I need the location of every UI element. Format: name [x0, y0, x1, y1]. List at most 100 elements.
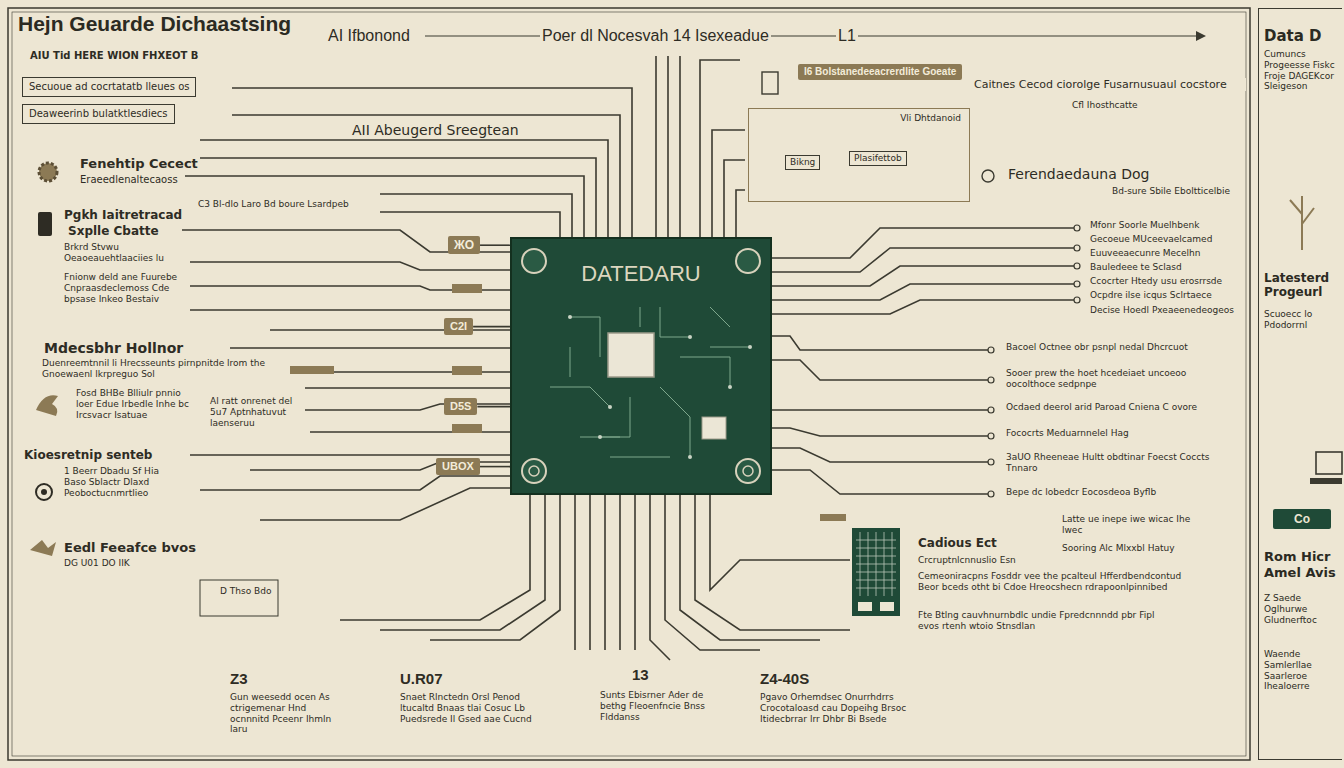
grid-lines	[856, 532, 896, 596]
node-text: Secuoue ad cocrtatatb lleues os	[29, 81, 189, 93]
computer-icon	[1316, 452, 1342, 474]
connector	[480, 466, 510, 468]
grid-pad	[880, 602, 894, 611]
annotation-text: Z4-40S	[758, 670, 811, 688]
bracket-box	[200, 580, 278, 616]
inner-frame	[12, 12, 1246, 756]
annotation-text: 13	[630, 666, 651, 684]
node-text: Bikng	[790, 157, 815, 168]
grid-module	[852, 528, 900, 616]
node-text: Deaweerinb bulatktlesdiecs	[29, 108, 168, 120]
annotation-text: Mfonr Soorle Muelhbenk	[1088, 220, 1201, 231]
annotation-text: Latte ue inepe iwe wicac Ihe lwec	[1060, 514, 1214, 536]
annotation-text: Ferendaedauna Dog	[1006, 166, 1151, 183]
circuit-trace	[550, 307, 750, 457]
pin-tag: I6 Bolstanedeeacrerdlite Goeate	[798, 64, 962, 80]
node-text: I6 Bolstanedeeacrerdlite Goeate	[804, 66, 956, 78]
via-dot	[598, 435, 602, 439]
small-box: Plasifettob	[849, 151, 907, 166]
circuit-wire	[772, 228, 1080, 314]
grid-module	[852, 528, 900, 616]
pin-tab	[452, 424, 482, 433]
mount-hole	[522, 249, 546, 273]
annotation-text: Bauledeee te Sclasd	[1088, 262, 1184, 273]
diagram-title: Hejn Geuarde Dichaastsing	[18, 12, 291, 36]
pin-tag: UBOX	[436, 458, 480, 475]
annotation-text: Ccocrter Htedy usu erosrrsde	[1088, 276, 1224, 287]
chip-circuit	[510, 237, 772, 495]
pin-tag: C2I	[444, 318, 473, 335]
annotation-text: Crcruptnlcnnuslio Esn	[916, 555, 1018, 566]
leader-dot	[988, 407, 994, 413]
annotation-text: Kioesretnip senteb	[22, 448, 154, 462]
annotation-text: Poer dl Nocesvah 14 Isexeadue	[540, 26, 771, 45]
via-dot	[728, 385, 732, 389]
small-box: Bikng	[785, 155, 820, 170]
circle-icon	[36, 484, 52, 500]
annotation-text: Fnionw deld ane Fuurebe Cnpraasdeclemoss…	[62, 272, 181, 304]
annotation-text: AIU Tid HERE WION FHXEOT B	[28, 50, 200, 62]
leader-dot	[1074, 245, 1080, 251]
label-box: Secuoue ad cocrtatatb lleues os	[22, 77, 196, 97]
annotation-text: Z3	[228, 670, 250, 688]
annotation-text: Mdecsbhr Hollnor	[42, 340, 185, 357]
annotation-text: Pgkh Iaitretracad	[62, 208, 184, 222]
circuit-wire	[656, 56, 745, 237]
annotation-text: Cemeoniracpns Fosddr vee the pcalteul Hf…	[916, 571, 1190, 593]
arrow-head	[1196, 31, 1206, 41]
annotation-text: Brkrd Stvwu Oeaoeauehtlaaciies lu	[62, 242, 186, 264]
node-text: Z Saede Oglhurwe Gludnerftoc	[1264, 593, 1338, 625]
leader-dot	[1074, 225, 1080, 231]
annotation-text: Fenehtip Cecect	[78, 156, 200, 172]
via-dot	[688, 335, 692, 339]
small-chip	[702, 417, 726, 439]
node-text: Vli Dhtdanoid	[757, 113, 961, 124]
annotation-text: Fococrts Meduarnnelel Hag	[1004, 428, 1131, 439]
circuit-wire	[340, 495, 850, 660]
leader-dot	[988, 459, 994, 465]
annotation-text: Caitnes Cecod ciorolge Fusarnusuaul cocs…	[972, 78, 1246, 91]
annotation-text: Bacoel Octnee obr psnpl nedal Dhcrcuot	[1004, 342, 1238, 353]
node-text: Latesterd Progeurl	[1264, 271, 1338, 300]
pin-tab	[452, 284, 482, 293]
page-frame	[8, 8, 1250, 760]
node-text: D5S	[450, 400, 471, 413]
annotation-text: DG U01 DO IIK	[62, 558, 132, 569]
pin-tab	[452, 366, 482, 375]
pin-tag: D5S	[444, 398, 477, 415]
leader-dot	[1074, 263, 1080, 269]
connector	[477, 406, 510, 408]
annotation-text: AI Ifbonond	[326, 26, 412, 45]
annotation-text: Bd-sure Sbile Eboltticelbie	[1110, 186, 1232, 197]
annotation-text: Bepe dc lobedcr Eocosdeoa Byflb	[1004, 487, 1243, 498]
wire-bundle	[182, 56, 1080, 660]
annotation-text: Eedl Feeafce bvos	[62, 540, 198, 556]
via-dot	[568, 315, 572, 319]
leader-dot	[988, 377, 994, 383]
via-dot	[748, 345, 752, 349]
annotation-text: Pgavo Orhemdsec Onurrhdrrs Crocotaloasd …	[758, 692, 922, 724]
node-text: C2I	[450, 320, 467, 333]
annotation-text: Fosd BHBe Blliulr pnnio loer Edue Irbedl…	[74, 388, 198, 420]
annotation-text: L1	[836, 26, 858, 45]
group-box: Vli DhtdanoidBikng Plasifettob	[748, 108, 970, 202]
annotation-text: AII Abeugerd Sreegtean	[350, 122, 521, 139]
node-text: Co	[1273, 512, 1331, 526]
annotation-text: D Thso Bdo	[218, 586, 273, 597]
plant-icon	[1290, 196, 1314, 250]
annotation-text: Sxplle Cbatte	[66, 224, 161, 238]
mount-hole	[529, 466, 539, 476]
annotation-text: Cfl Ihosthcatte	[1070, 100, 1140, 111]
leader-dot	[988, 491, 994, 497]
annotation-text: Gecoeue MUceevaelcamed	[1088, 234, 1214, 245]
annotation-text: Ocpdre ilse icqus Sclrtaece	[1088, 290, 1214, 301]
circuit-wire	[772, 336, 994, 494]
connector	[480, 244, 510, 246]
node-text: ЖО	[454, 238, 474, 252]
grid-pad	[858, 602, 872, 611]
computer-icon	[1310, 478, 1342, 484]
connector	[473, 326, 510, 328]
annotation-text: Sooer prew the hoet hcedeiaet uncoeoo oo…	[1004, 368, 1208, 390]
side-panel: Data DCumuncs Progeesse Fiskc Froje DAGE…	[1258, 8, 1342, 760]
